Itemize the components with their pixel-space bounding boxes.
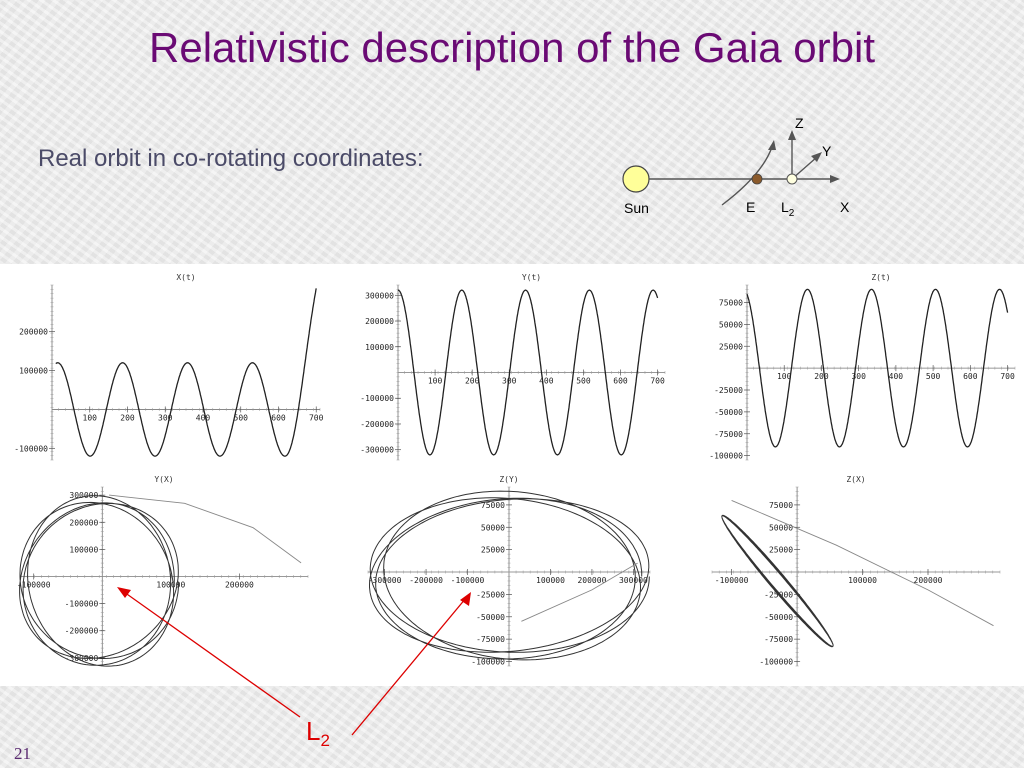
x-tick-label: 100	[83, 413, 98, 422]
y-tick-label: -100000	[65, 600, 99, 609]
x-tick-label: 500	[576, 377, 591, 386]
transfer-trajectory	[731, 499, 994, 627]
x-tick-label: 300	[851, 372, 866, 381]
y-tick-label: 100000	[19, 367, 48, 376]
y-tick-label: 50000	[719, 320, 743, 329]
x-tick-label: 500	[926, 372, 941, 381]
y-tick-label: 300000	[69, 491, 98, 500]
y-tick-label: -75000	[714, 430, 743, 439]
x-tick-label: -100000	[715, 576, 749, 585]
y-tick-label: -50000	[714, 408, 743, 417]
y-tick-label: -75000	[476, 635, 505, 644]
x-tick-label: 100000	[536, 576, 565, 585]
y-tick-label: 50000	[769, 523, 793, 532]
chart-title: Y(t)	[522, 273, 541, 282]
y-tick-label: -25000	[476, 590, 505, 599]
chart-title: Z(Y)	[499, 475, 518, 484]
x-tick-label: 100	[777, 372, 792, 381]
x-tick-label: 700	[650, 377, 665, 386]
x-tick-label: -200000	[409, 576, 443, 585]
y-tick-label: -100000	[759, 658, 793, 667]
y-tick-label: -300000	[360, 446, 394, 455]
x-tick-label: 400	[539, 377, 554, 386]
chart-title: Y(X)	[154, 475, 173, 484]
y-tick-label: -100000	[360, 394, 394, 403]
x-tick-label: 600	[271, 413, 286, 422]
y-tick-label: -100000	[14, 444, 48, 453]
x-tick-label: 100000	[848, 576, 877, 585]
y-tick-label: -100000	[471, 658, 505, 667]
x-tick-label: 100	[428, 377, 443, 386]
y-tick-label: 25000	[719, 342, 743, 351]
x-tick-label: 200	[465, 377, 480, 386]
orbit-loop	[19, 495, 180, 667]
x-tick-label: 600	[613, 377, 628, 386]
y-tick-label: 25000	[769, 546, 793, 555]
x-tick-label: 300000	[619, 576, 648, 585]
x-tick-label: 400	[889, 372, 904, 381]
y-tick-label: -200000	[65, 627, 99, 636]
chart-title: Z(X)	[846, 475, 865, 484]
x-tick-label: -100000	[17, 581, 51, 590]
y-tick-label: 200000	[19, 328, 48, 337]
y-tick-label: -100000	[709, 452, 743, 461]
chart-title: X(t)	[176, 273, 195, 282]
y-tick-label: -75000	[764, 635, 793, 644]
x-tick-label: 500	[234, 413, 249, 422]
y-tick-label: 100000	[365, 343, 394, 352]
transfer-trajectory	[109, 494, 302, 564]
y-tick-label: -50000	[764, 613, 793, 622]
transfer-trajectory	[521, 562, 638, 622]
x-tick-label: 700	[309, 413, 324, 422]
y-tick-label: 75000	[769, 501, 793, 510]
series-line	[55, 288, 317, 457]
y-tick-label: 100000	[69, 545, 98, 554]
series-line	[746, 288, 1009, 448]
x-tick-label: 200	[120, 413, 135, 422]
x-tick-label: 600	[963, 372, 978, 381]
x-tick-label: 400	[196, 413, 211, 422]
x-tick-label: 300	[502, 377, 517, 386]
y-tick-label: 200000	[365, 317, 394, 326]
page-number: 21	[14, 744, 31, 763]
slide-title: Relativistic description of the Gaia orb…	[149, 24, 875, 71]
slide-subtitle: Real orbit in co-rotating coordinates:	[38, 145, 424, 172]
series-line	[397, 289, 659, 456]
x-tick-label: 200000	[577, 576, 606, 585]
y-tick-label: -200000	[360, 420, 394, 429]
orbit-loop	[721, 514, 834, 648]
y-tick-label: 25000	[481, 546, 505, 555]
x-tick-label: 300	[158, 413, 173, 422]
y-tick-label: -25000	[714, 386, 743, 395]
x-tick-label: 200000	[225, 581, 254, 590]
y-tick-label: 75000	[719, 299, 743, 308]
y-tick-label: 200000	[69, 518, 98, 527]
x-tick-label: 200	[814, 372, 829, 381]
y-tick-label: -50000	[476, 613, 505, 622]
y-tick-label: 300000	[365, 291, 394, 300]
x-tick-label: -100000	[451, 576, 485, 585]
y-tick-label: 50000	[481, 523, 505, 532]
chart-title: Z(t)	[871, 273, 890, 282]
x-tick-label: 700	[1000, 372, 1015, 381]
y-tick-label: 75000	[481, 501, 505, 510]
x-tick-label: 200000	[914, 576, 943, 585]
